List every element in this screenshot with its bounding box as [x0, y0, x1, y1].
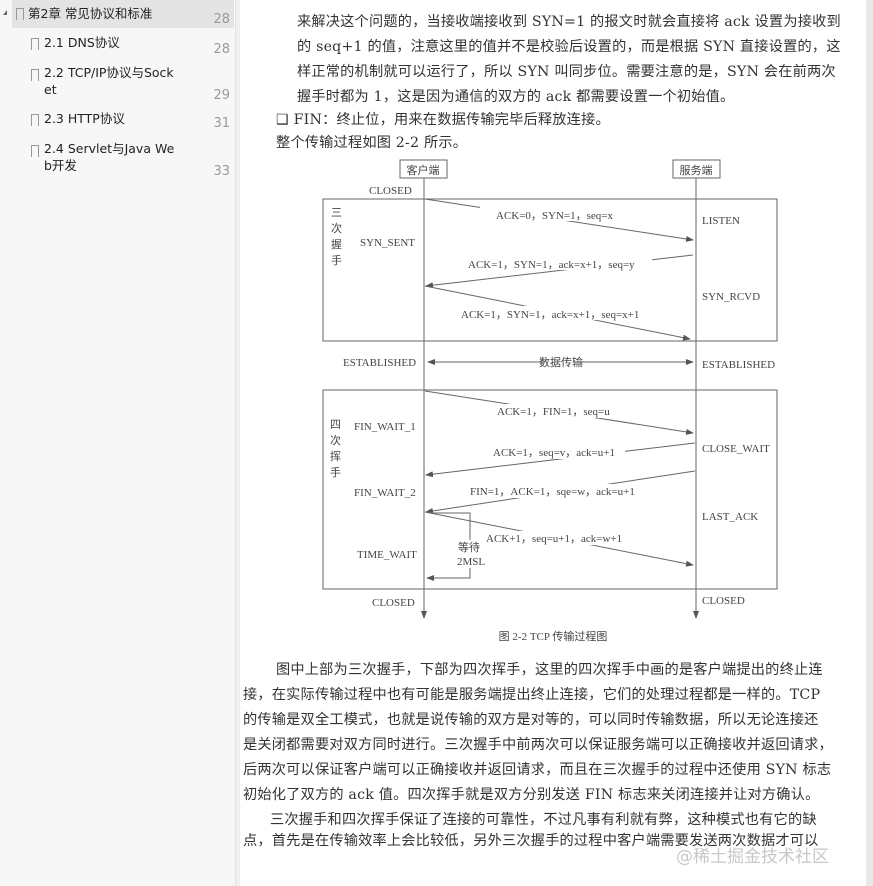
state-established-server: ESTABLISHED — [702, 359, 775, 371]
handshake-box — [322, 198, 778, 342]
state-closed-client-end: CLOSED — [372, 597, 415, 609]
diagram-label: 四 — [330, 419, 341, 431]
wait-bracket-bottom — [426, 568, 471, 581]
diagram-label: 次 — [331, 221, 342, 235]
diagram-label: 手 — [330, 465, 341, 479]
watermark: @稀土掘金技术社区 — [676, 847, 829, 867]
message: ACK=1，SYN=1，ack=x+1，seq=y — [468, 259, 635, 271]
message: ACK+1，seq=u+1，ack=w+1 — [486, 533, 622, 545]
diagram-label: 三 — [331, 207, 342, 219]
bookmark-2-1[interactable]: 2.1 DNS协议 28 — [0, 34, 234, 62]
message: ACK=0，SYN=1，seq=x — [496, 210, 614, 222]
bookmark-chapter-2[interactable]: 第2章 常见协议和标准 28 — [12, 0, 234, 28]
bookmark-2-2[interactable]: 2.2 TCP/IP协议与Sock et 29 — [0, 64, 234, 104]
collapse-triangle-icon[interactable] — [3, 10, 7, 15]
bookmark-2-4[interactable]: 2.4 Servlet与Java We b开发 33 — [0, 140, 234, 180]
state-syn-sent: SYN_SENT — [360, 237, 415, 249]
state-last-ack: LAST_ACK — [702, 511, 758, 523]
text-line: 的 seq+1 的值，注意这里的值并不是校验后设置的，而是根据 SYN 直接设置… — [297, 39, 841, 55]
text-line: 三次握手和四次挥手保证了连接的可靠性，不过凡事有利就有弊，这种模式也有它的缺 — [270, 812, 817, 828]
server-label: 服务端 — [680, 164, 713, 177]
bullet-fin: ❑ FIN：终止位，用来在数据传输完毕后释放连接。 — [276, 112, 610, 128]
wait-bracket-top — [430, 512, 471, 540]
message: ACK=1，SYN=1，ack=x+1，seq=x+1 — [461, 309, 639, 321]
state-established-client: ESTABLISHED — [343, 357, 416, 369]
diagram-label: 握 — [331, 237, 342, 251]
text-line: 的传输是双全工模式，也就是说传输的双方是对等的，可以同时传输数据，所以无论连接还 — [243, 712, 819, 728]
diagram-label: 手 — [331, 253, 342, 267]
state-fin-wait-1: FIN_WAIT_1 — [354, 421, 416, 433]
text-line: 接，在实际传输过程中也有可能是服务端提出终止连接，它们的处理过程都是一样的。TC… — [243, 687, 821, 703]
pdf-page — [240, 0, 866, 886]
state-syn-rcvd: SYN_RCVD — [702, 291, 760, 303]
bookmark-icon — [31, 145, 39, 157]
text-line: 是关闭都需要对双方同时进行。三次握手中前两次可以保证服务端可以正确接收并返回请求… — [243, 737, 833, 753]
bookmark-icon — [31, 69, 39, 81]
state-fin-wait-2: FIN_WAIT_2 — [354, 487, 416, 499]
text-line: 初始化了双方的 ack 值。四次挥手就是双方分别发送 FIN 标志来关闭连接并让… — [243, 787, 820, 803]
message: ACK=1，FIN=1，seq=u — [497, 406, 610, 418]
text-line: 样正常的机制就可以运行了，所以 SYN 叫同步位。需要注意的是，SYN 会在前两… — [297, 64, 836, 80]
bookmark-icon — [16, 8, 24, 20]
state-closed-client: CLOSED — [369, 185, 412, 197]
text-line: 后两次可以保证客户端可以正确接收并返回请求，而且在三次握手的过程中还使用 SYN… — [243, 762, 832, 778]
message: ACK=1，seq=v，ack=u+1 — [493, 447, 615, 459]
text-line: 图中上部为三次握手，下部为四次挥手，这里的四次挥手中画的是客户端提出的终止连 — [276, 662, 823, 678]
data-transfer-label: 数据传输 — [539, 355, 583, 369]
figure-caption: 图 2-2 TCP 传输过程图 — [499, 629, 608, 643]
text-line: 来解决这个问题的，当接收端接收到 SYN=1 的报文时就会直接将 ack 设置为… — [297, 14, 841, 30]
diagram-label: 次 — [330, 433, 341, 447]
bookmark-2-3[interactable]: 2.3 HTTP协议 31 — [0, 110, 234, 138]
state-time-wait: TIME_WAIT — [357, 549, 417, 561]
bookmark-icon — [31, 38, 39, 50]
text-line: 整个传输过程如图 2-2 所示。 — [276, 135, 468, 151]
scrollbar[interactable] — [866, 0, 873, 886]
state-closed-server-end: CLOSED — [702, 595, 745, 607]
wait-label: 等待 — [458, 540, 480, 554]
state-close-wait: CLOSE_WAIT — [702, 443, 770, 455]
text-line: 握手时都为 1，这是因为通信的双方的 ack 都需要设置一个初始值。 — [297, 89, 735, 105]
bookmark-icon — [31, 114, 39, 126]
wave-box — [322, 389, 778, 590]
text-line: 点，首先是在传输效率上会比较低，另外三次握手的过程中客户端需要发送两次数据才可以 — [243, 833, 819, 849]
diagram-label: 挥 — [330, 450, 341, 463]
message: FIN=1，ACK=1，sqe=w，ack=u+1 — [470, 486, 635, 498]
client-label: 客户端 — [407, 163, 440, 177]
state-listen: LISTEN — [702, 215, 740, 227]
msl-label: 2MSL — [457, 556, 485, 568]
bookmarks-sidebar: 第2章 常见协议和标准 28 2.1 DNS协议 28 2.2 TCP/IP协议… — [0, 0, 236, 886]
